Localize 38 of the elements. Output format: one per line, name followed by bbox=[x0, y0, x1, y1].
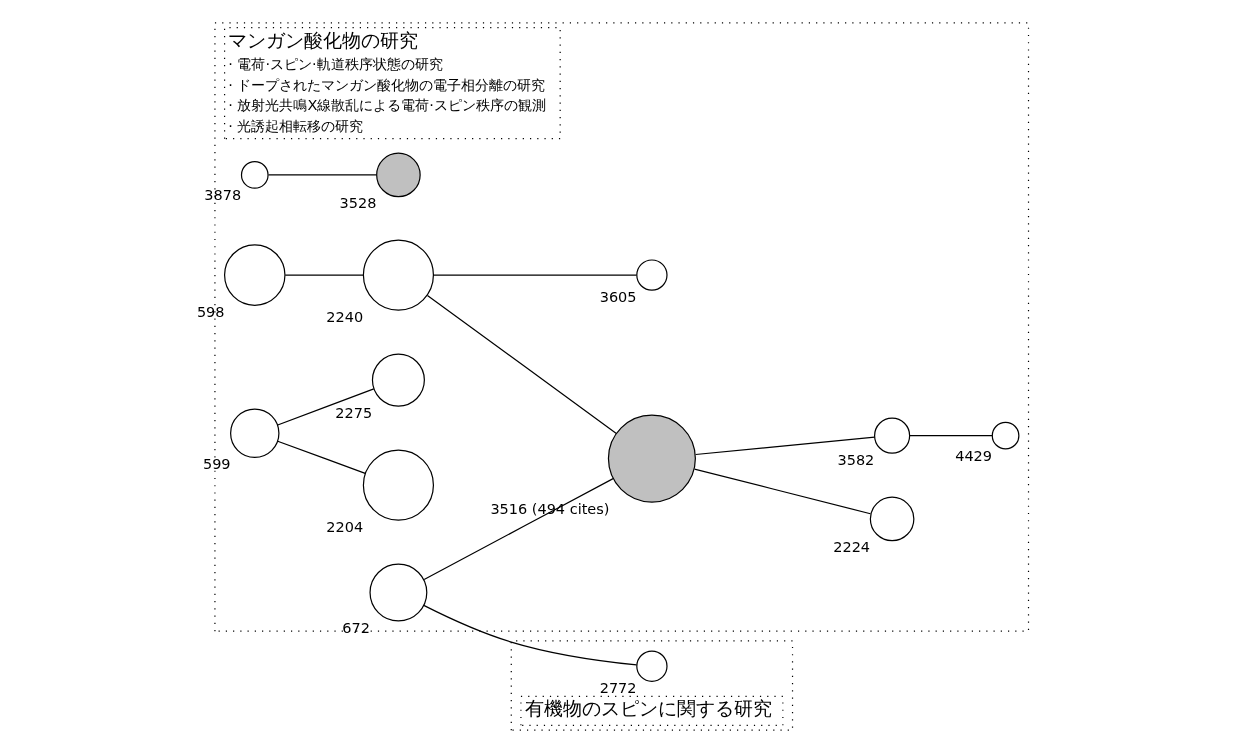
node-circle bbox=[375, 152, 421, 198]
node-circle bbox=[607, 414, 696, 503]
node-circle bbox=[635, 650, 668, 682]
node-label: 2275 bbox=[334, 404, 372, 421]
node-circle bbox=[873, 417, 910, 454]
node-label: 2772 bbox=[599, 679, 637, 696]
node-label: 599 bbox=[202, 455, 231, 472]
node-label: 672 bbox=[341, 619, 370, 636]
connector bbox=[284, 274, 364, 276]
connector bbox=[422, 604, 637, 666]
connector bbox=[276, 388, 374, 426]
connector bbox=[908, 435, 993, 437]
node-label: 598 bbox=[196, 303, 225, 320]
node-label: 3582 bbox=[836, 451, 874, 468]
node-label: 2224 bbox=[832, 539, 870, 556]
connector bbox=[267, 174, 377, 176]
node-label: 3878 bbox=[203, 186, 241, 203]
node-label: 3605 bbox=[599, 288, 637, 305]
node-circle bbox=[223, 244, 286, 306]
node-circle bbox=[635, 259, 668, 291]
node-circle bbox=[229, 408, 279, 458]
node-circle bbox=[362, 449, 434, 521]
connector bbox=[694, 436, 875, 456]
connector bbox=[426, 294, 617, 435]
node-label: 2204 bbox=[325, 518, 363, 535]
connector bbox=[276, 440, 366, 474]
node-circle bbox=[869, 496, 914, 542]
connector bbox=[432, 274, 637, 276]
connector bbox=[693, 468, 871, 515]
node-circle bbox=[991, 421, 1019, 450]
connector bbox=[423, 478, 614, 581]
node-circle bbox=[240, 161, 269, 189]
node-label: 2240 bbox=[325, 308, 363, 325]
node-label: 4429 bbox=[954, 447, 992, 464]
node-label: 3528 bbox=[339, 195, 376, 212]
node-circle bbox=[368, 563, 427, 622]
node-circle bbox=[371, 353, 425, 407]
node-circle bbox=[362, 239, 434, 311]
